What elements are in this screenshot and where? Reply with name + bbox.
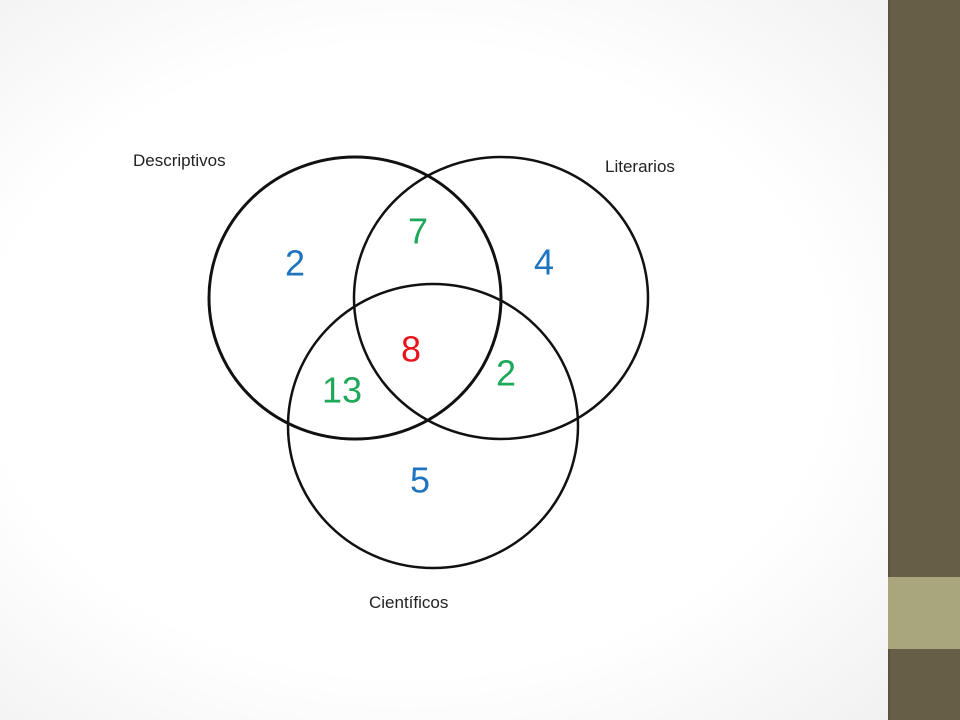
label-literarios: Literarios: [605, 157, 675, 176]
region-descriptivos-cientificos: 13: [322, 370, 362, 411]
sidebar-accent-band: [888, 577, 960, 649]
region-literarios-only: 4: [534, 242, 554, 283]
sidebar-edge: [888, 0, 890, 720]
region-descriptivos-only: 2: [285, 243, 305, 284]
region-all-three: 8: [401, 329, 421, 370]
label-cientificos: Científicos: [369, 593, 448, 612]
label-descriptivos: Descriptivos: [133, 151, 226, 170]
right-sidebar-bar: [888, 0, 960, 720]
region-literarios-cientificos: 2: [496, 353, 516, 394]
circle-cientificos: [286, 282, 580, 570]
slide-background: [0, 0, 888, 720]
venn-diagram: Descriptivos Literarios Científicos 2 4 …: [133, 151, 675, 612]
circle-literarios: [352, 155, 650, 441]
circle-descriptivos: [207, 155, 503, 441]
region-cientificos-only: 5: [410, 460, 430, 501]
region-descriptivos-literarios: 7: [408, 211, 428, 252]
